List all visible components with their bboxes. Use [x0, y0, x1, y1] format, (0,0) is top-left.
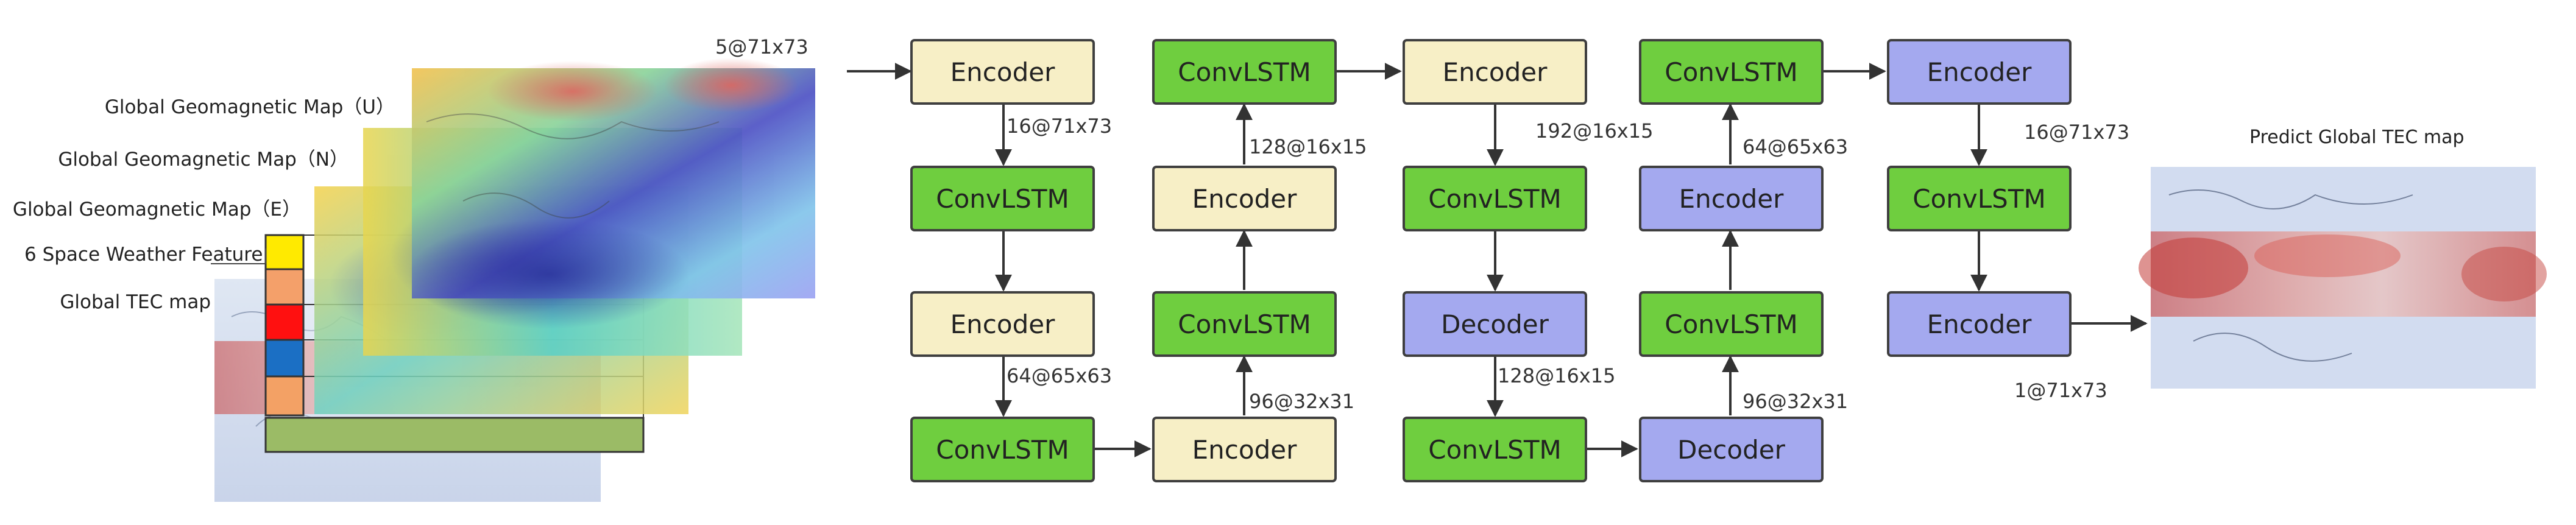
edge-label-1: 16@71x73 — [1007, 115, 1113, 138]
label-geomagnetic-u: Global Geomagnetic Map（U） — [104, 96, 395, 118]
block-encoder-c5r3: Encoder — [1887, 291, 2072, 357]
arrows — [847, 63, 2148, 457]
block-convlstm-c3r4: ConvLSTM — [1403, 417, 1587, 482]
label-geomagnetic-n: Global Geomagnetic Map（N） — [58, 149, 349, 171]
block-convlstm-c2r3: ConvLSTM — [1152, 291, 1337, 357]
block-encoder-c4r2: Encoder — [1639, 166, 1824, 231]
block-convlstm-c4r1: ConvLSTM — [1639, 39, 1824, 105]
edge-label-2: 64@65x63 — [1007, 364, 1113, 387]
edge-label-4: 128@16x15 — [1249, 135, 1367, 158]
block-convlstm-c3r2: ConvLSTM — [1403, 166, 1587, 231]
block-convlstm-c1r2: ConvLSTM — [910, 166, 1095, 231]
block-encoder-c3r1: Encoder — [1403, 39, 1587, 105]
edge-label-9: 16@71x73 — [2024, 121, 2130, 144]
block-convlstm-c4r3: ConvLSTM — [1639, 291, 1824, 357]
output-title: Predict Global TEC map — [2249, 127, 2465, 148]
block-convlstm-c2r1: ConvLSTM — [1152, 39, 1337, 105]
edge-label-3: 96@32x31 — [1249, 390, 1355, 413]
edge-label-7: 96@32x31 — [1743, 390, 1849, 413]
block-encoder-c2r2: Encoder — [1152, 166, 1337, 231]
block-decoder-c4r4: Decoder — [1639, 417, 1824, 482]
block-convlstm-c5r2: ConvLSTM — [1887, 166, 2072, 231]
edge-label-8: 64@65x63 — [1743, 135, 1849, 158]
block-encoder-c1r3: Encoder — [910, 291, 1095, 357]
label-geomagnetic-e: Global Geomagnetic Map（E） — [12, 199, 301, 220]
edge-label-5: 192@16x15 — [1535, 119, 1654, 143]
edge-label-6: 128@16x15 — [1498, 364, 1616, 387]
block-encoder-c1r1: Encoder — [910, 39, 1095, 105]
label-global-tec-map: Global TEC map — [60, 291, 211, 313]
block-decoder-c3r3: Decoder — [1403, 291, 1587, 357]
edge-label-10: 1@71x73 — [2014, 379, 2107, 402]
block-encoder-c5r1: Encoder — [1887, 39, 2072, 105]
block-encoder-c2r4: Encoder — [1152, 417, 1337, 482]
output-tec-map — [2139, 167, 2547, 389]
block-convlstm-c1r4: ConvLSTM — [910, 417, 1095, 482]
input-stack — [211, 58, 815, 502]
geomagnetic-u-layer — [408, 58, 815, 329]
label-space-weather-feature: 6 Space Weather Feature — [24, 244, 263, 266]
label-input-shape: 5@71x73 — [715, 35, 809, 58]
